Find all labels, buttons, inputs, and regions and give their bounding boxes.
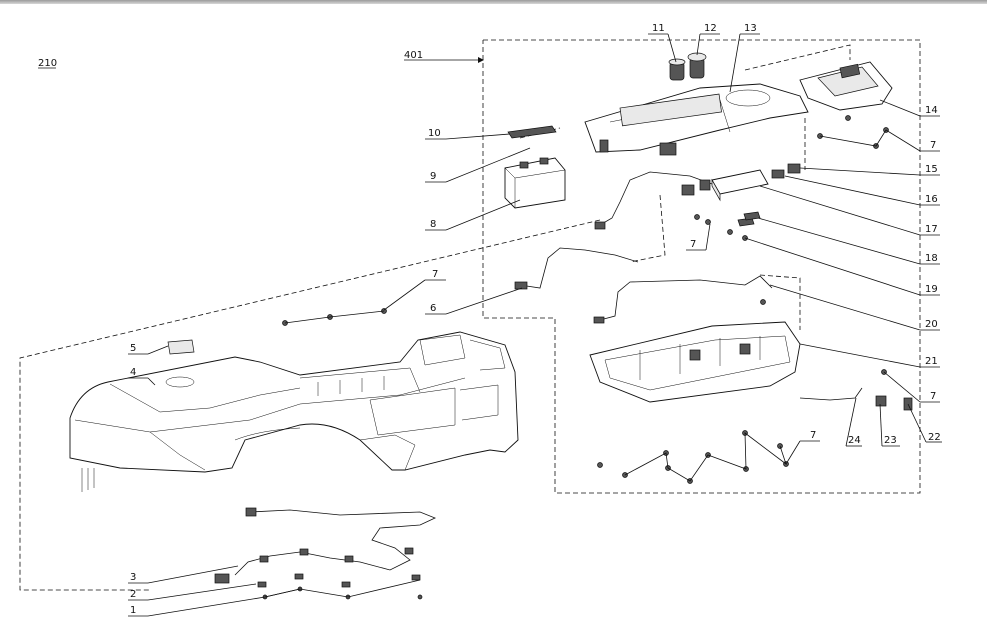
callout-18: 18 xyxy=(925,253,938,264)
callout-8: 8 xyxy=(430,219,436,230)
part-harness-6 xyxy=(514,171,713,290)
callout-9: 9 xyxy=(430,171,436,182)
callout-17: 17 xyxy=(925,224,938,235)
part-display-unit xyxy=(799,61,893,111)
callout-7-bottom: 7 xyxy=(810,430,816,441)
callout-10: 10 xyxy=(428,128,441,139)
callout-4: 4 xyxy=(130,367,136,378)
part-battery xyxy=(504,157,566,209)
callout-14: 14 xyxy=(925,105,938,116)
callout-1: 1 xyxy=(130,605,136,616)
callout-6: 6 xyxy=(430,303,436,314)
callout-15: 15 xyxy=(925,164,938,175)
callout-7-lower-right: 7 xyxy=(930,391,936,402)
subassembly-label-401: 401 xyxy=(404,50,423,61)
callout-20: 20 xyxy=(925,319,938,330)
part-body-cowl xyxy=(69,331,519,492)
part-battery-bracket xyxy=(507,125,557,139)
part-cover-plate xyxy=(167,339,195,355)
callout-22: 22 xyxy=(928,432,941,443)
callout-23: 23 xyxy=(884,435,897,446)
callout-7-top: 7 xyxy=(432,269,438,280)
fasteners xyxy=(257,115,889,600)
leader-lines xyxy=(128,33,942,617)
part-socket-12 xyxy=(687,52,707,79)
part-switch-11 xyxy=(668,58,686,81)
callout-24: 24 xyxy=(848,435,861,446)
callout-7-mid: 7 xyxy=(690,239,696,250)
part-lower-tray xyxy=(589,321,801,403)
part-main-harness xyxy=(214,507,437,584)
part-control-module xyxy=(681,163,801,202)
callout-2: 2 xyxy=(130,589,136,600)
callout-21: 21 xyxy=(925,356,938,367)
part-harness-20 xyxy=(593,275,773,324)
window-top-edge xyxy=(0,0,987,4)
callout-13: 13 xyxy=(744,23,757,34)
callout-16: 16 xyxy=(925,194,938,205)
callout-12: 12 xyxy=(704,23,717,34)
part-dash-housing xyxy=(584,83,809,156)
callout-3: 3 xyxy=(130,572,136,583)
sub-assembly-boundary xyxy=(19,39,921,591)
assembly-label-210: 210 xyxy=(38,58,57,69)
callout-numbers: 1 2 3 4 5 6 7 7 7 7 7 8 9 10 11 12 13 14… xyxy=(130,23,941,616)
callout-5: 5 xyxy=(130,343,136,354)
callout-7-upper-right: 7 xyxy=(930,140,936,151)
callout-19: 19 xyxy=(925,284,938,295)
callout-11: 11 xyxy=(652,23,665,34)
